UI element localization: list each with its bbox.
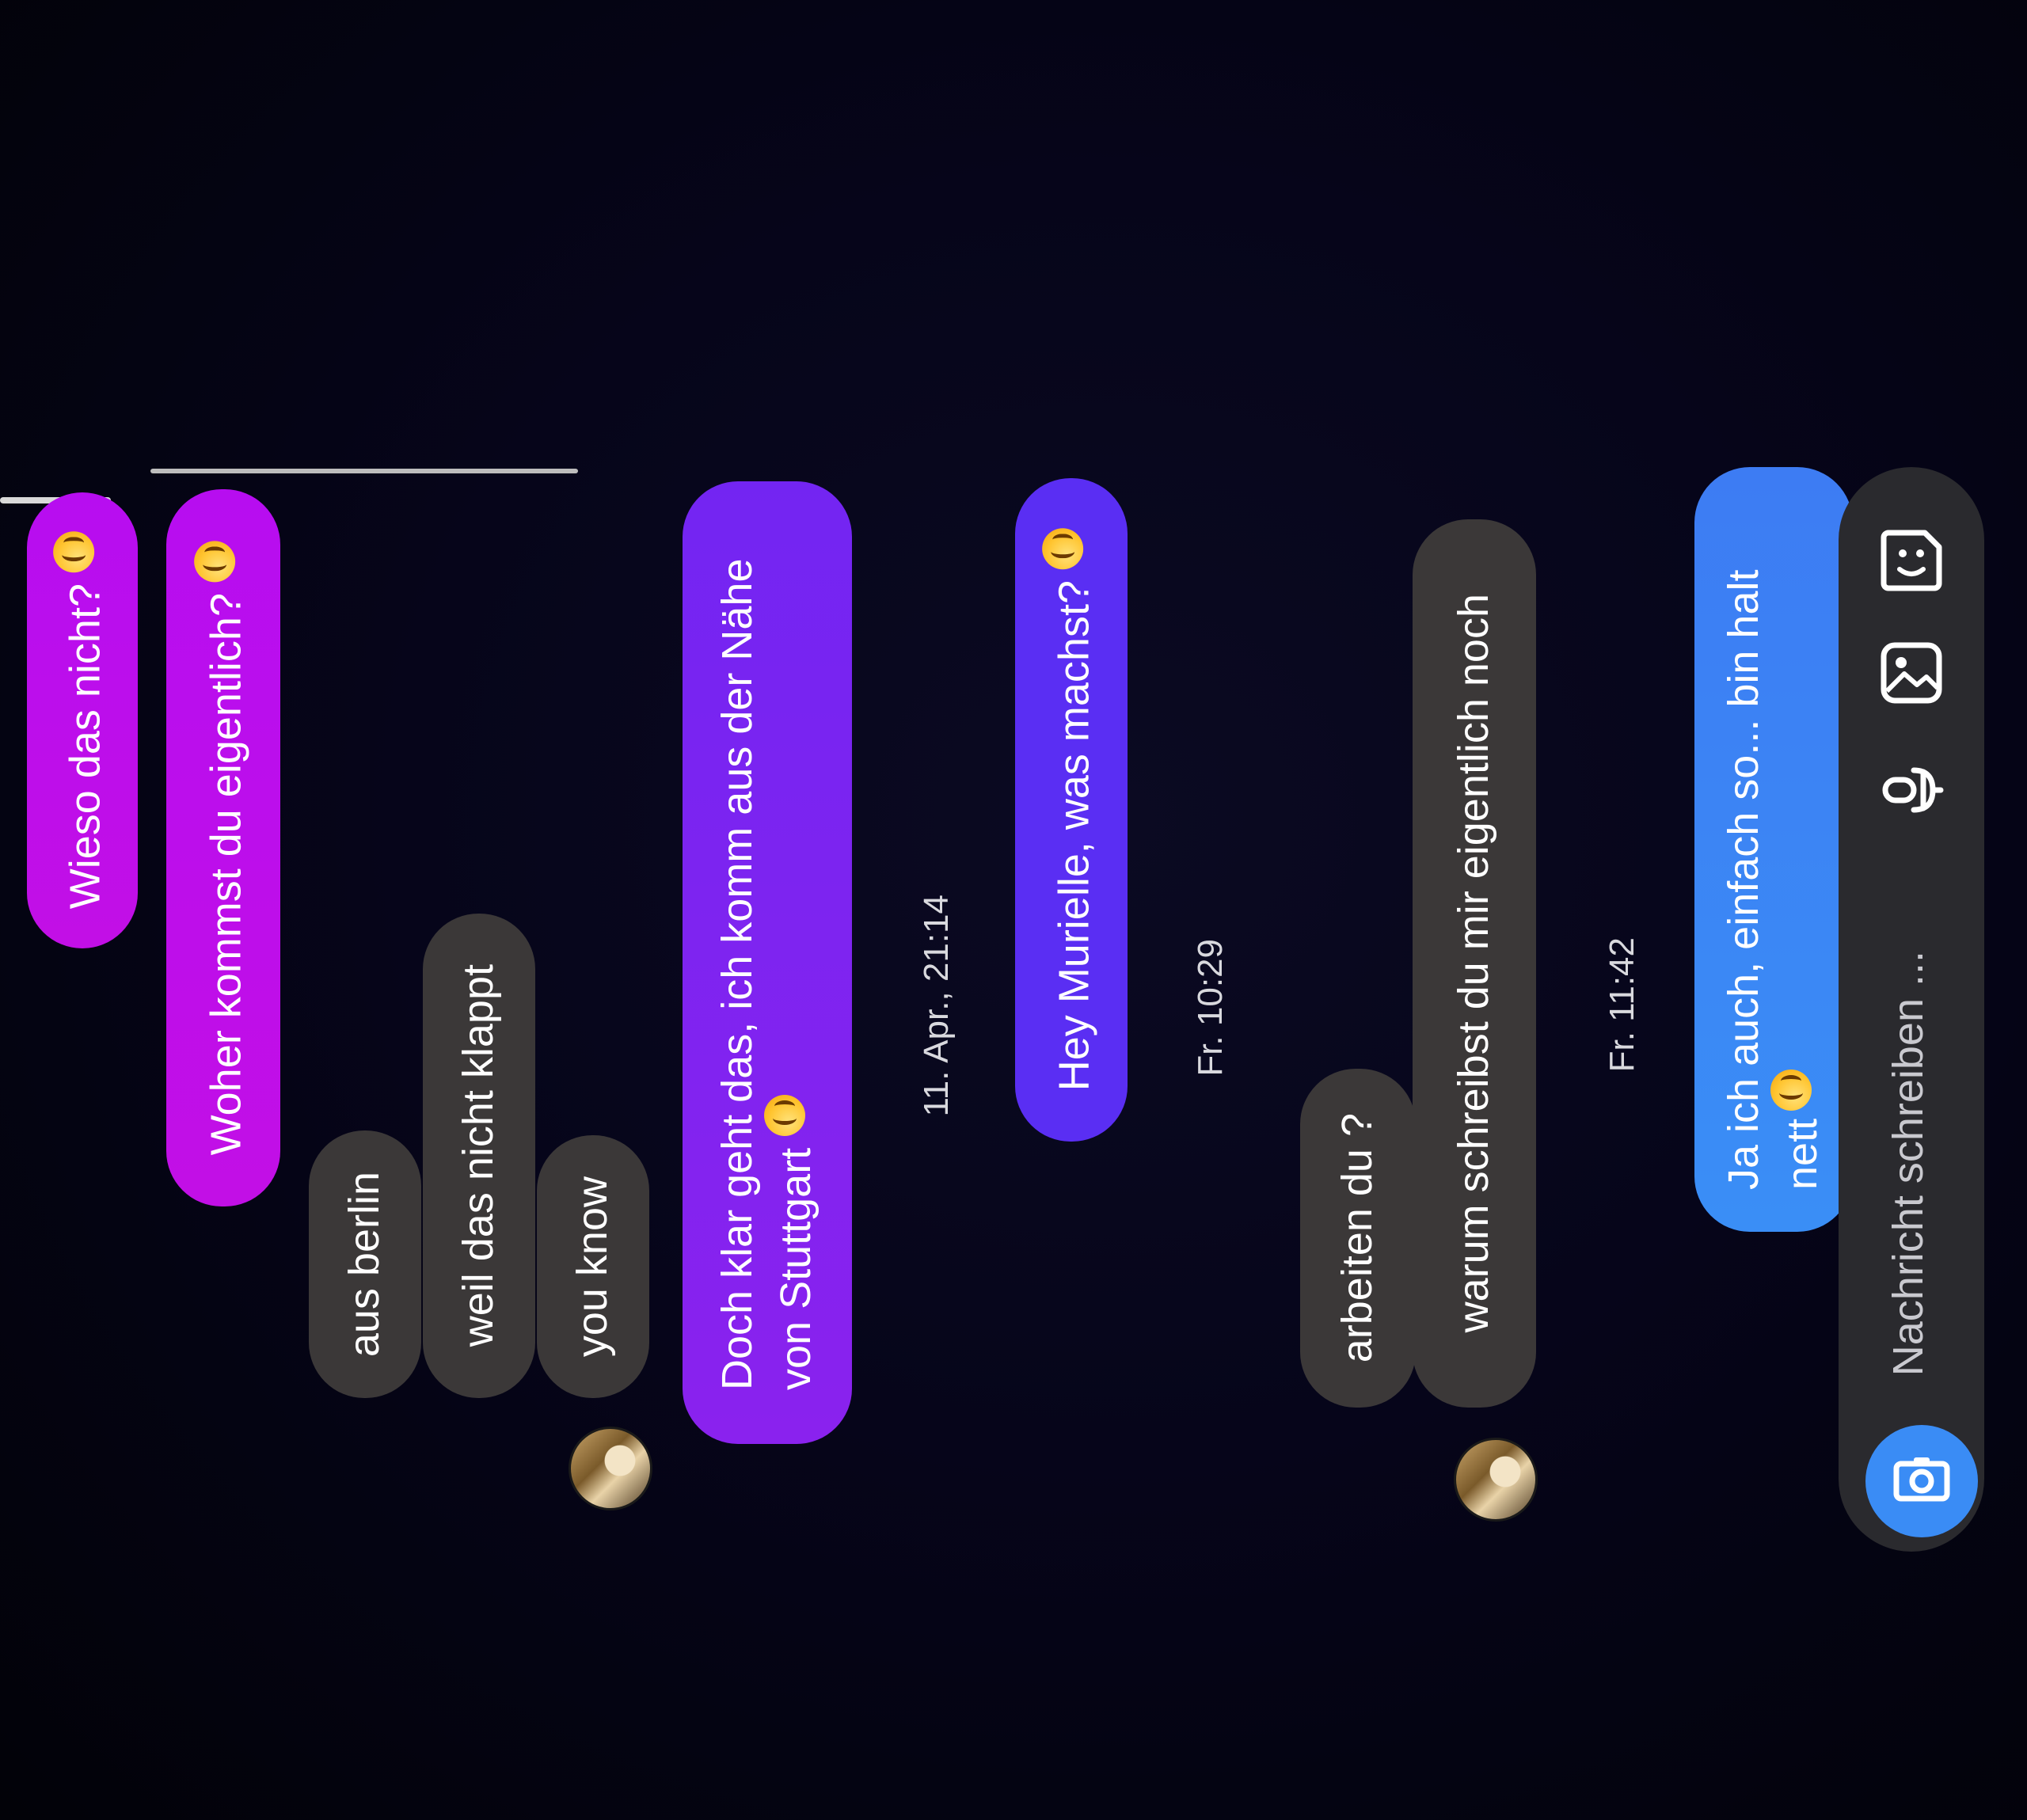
timestamp: 11. Apr., 21:14 — [917, 895, 956, 1117]
message-bubble-sent[interactable]: Hey Murielle, was machst? — [1015, 478, 1128, 1142]
message-bubble-sent[interactable]: Woher kommst du eigentlich? — [166, 489, 280, 1206]
smiling-face-emoji-icon — [1041, 528, 1083, 570]
gallery-icon — [1881, 642, 1942, 704]
message-text: arbeiten du ? — [1333, 1113, 1382, 1363]
message-text: aus berlin — [340, 1171, 389, 1358]
message-text: weil das nicht klappt — [454, 964, 503, 1347]
gallery-button[interactable] — [1872, 633, 1951, 712]
message-bubble-sent[interactable]: Ja ich auch, einfach so... bin halt nett — [1694, 467, 1853, 1232]
sticker-icon — [1881, 530, 1942, 591]
timestamp: Fr. 11:42 — [1603, 937, 1641, 1073]
camera-icon — [1893, 1457, 1950, 1502]
message-input[interactable]: Nachricht schreiben ... — [1869, 910, 1948, 1417]
message-text: warum schreibst du mir eigentlich noch — [1450, 594, 1498, 1333]
sticker-button[interactable] — [1872, 521, 1951, 600]
smiling-face-emoji-icon — [763, 1094, 805, 1136]
message-bubble-received[interactable]: arbeiten du ? — [1300, 1069, 1416, 1408]
smiling-face-emoji-icon — [52, 531, 94, 573]
timestamp: Fr. 10:29 — [1191, 939, 1230, 1077]
message-bubble-sent[interactable]: Wieso das nicht? — [27, 492, 138, 948]
message-text: you know — [569, 1176, 617, 1358]
message-text: Hey Murielle, was machst? — [1050, 580, 1098, 1092]
microphone-button[interactable] — [1872, 750, 1951, 830]
smiling-face-emoji-icon — [193, 540, 235, 582]
microphone-icon — [1882, 767, 1944, 813]
message-text: Doch klar geht das, ich komm aus der Näh… — [713, 558, 820, 1391]
message-bubble-received[interactable]: warum schreibst du mir eigentlich noch — [1413, 519, 1536, 1408]
grinning-face-emoji-icon — [1770, 1069, 1812, 1111]
camera-button[interactable] — [1865, 1425, 1978, 1537]
message-text: Wieso das nicht? — [61, 583, 109, 910]
message-text: Woher kommst du eigentlich? — [202, 592, 250, 1156]
contact-avatar[interactable] — [1454, 1438, 1538, 1522]
message-bubble-sent[interactable]: Doch klar geht das, ich komm aus der Näh… — [683, 481, 852, 1444]
message-input-placeholder: Nachricht schreiben ... — [1884, 951, 1932, 1377]
message-bubble-received[interactable]: weil das nicht klappt — [423, 914, 535, 1398]
contact-avatar[interactable] — [569, 1427, 652, 1510]
divider-line — [150, 469, 578, 473]
message-bubble-received[interactable]: you know — [537, 1135, 649, 1398]
message-bubble-received[interactable]: aus berlin — [309, 1130, 421, 1398]
